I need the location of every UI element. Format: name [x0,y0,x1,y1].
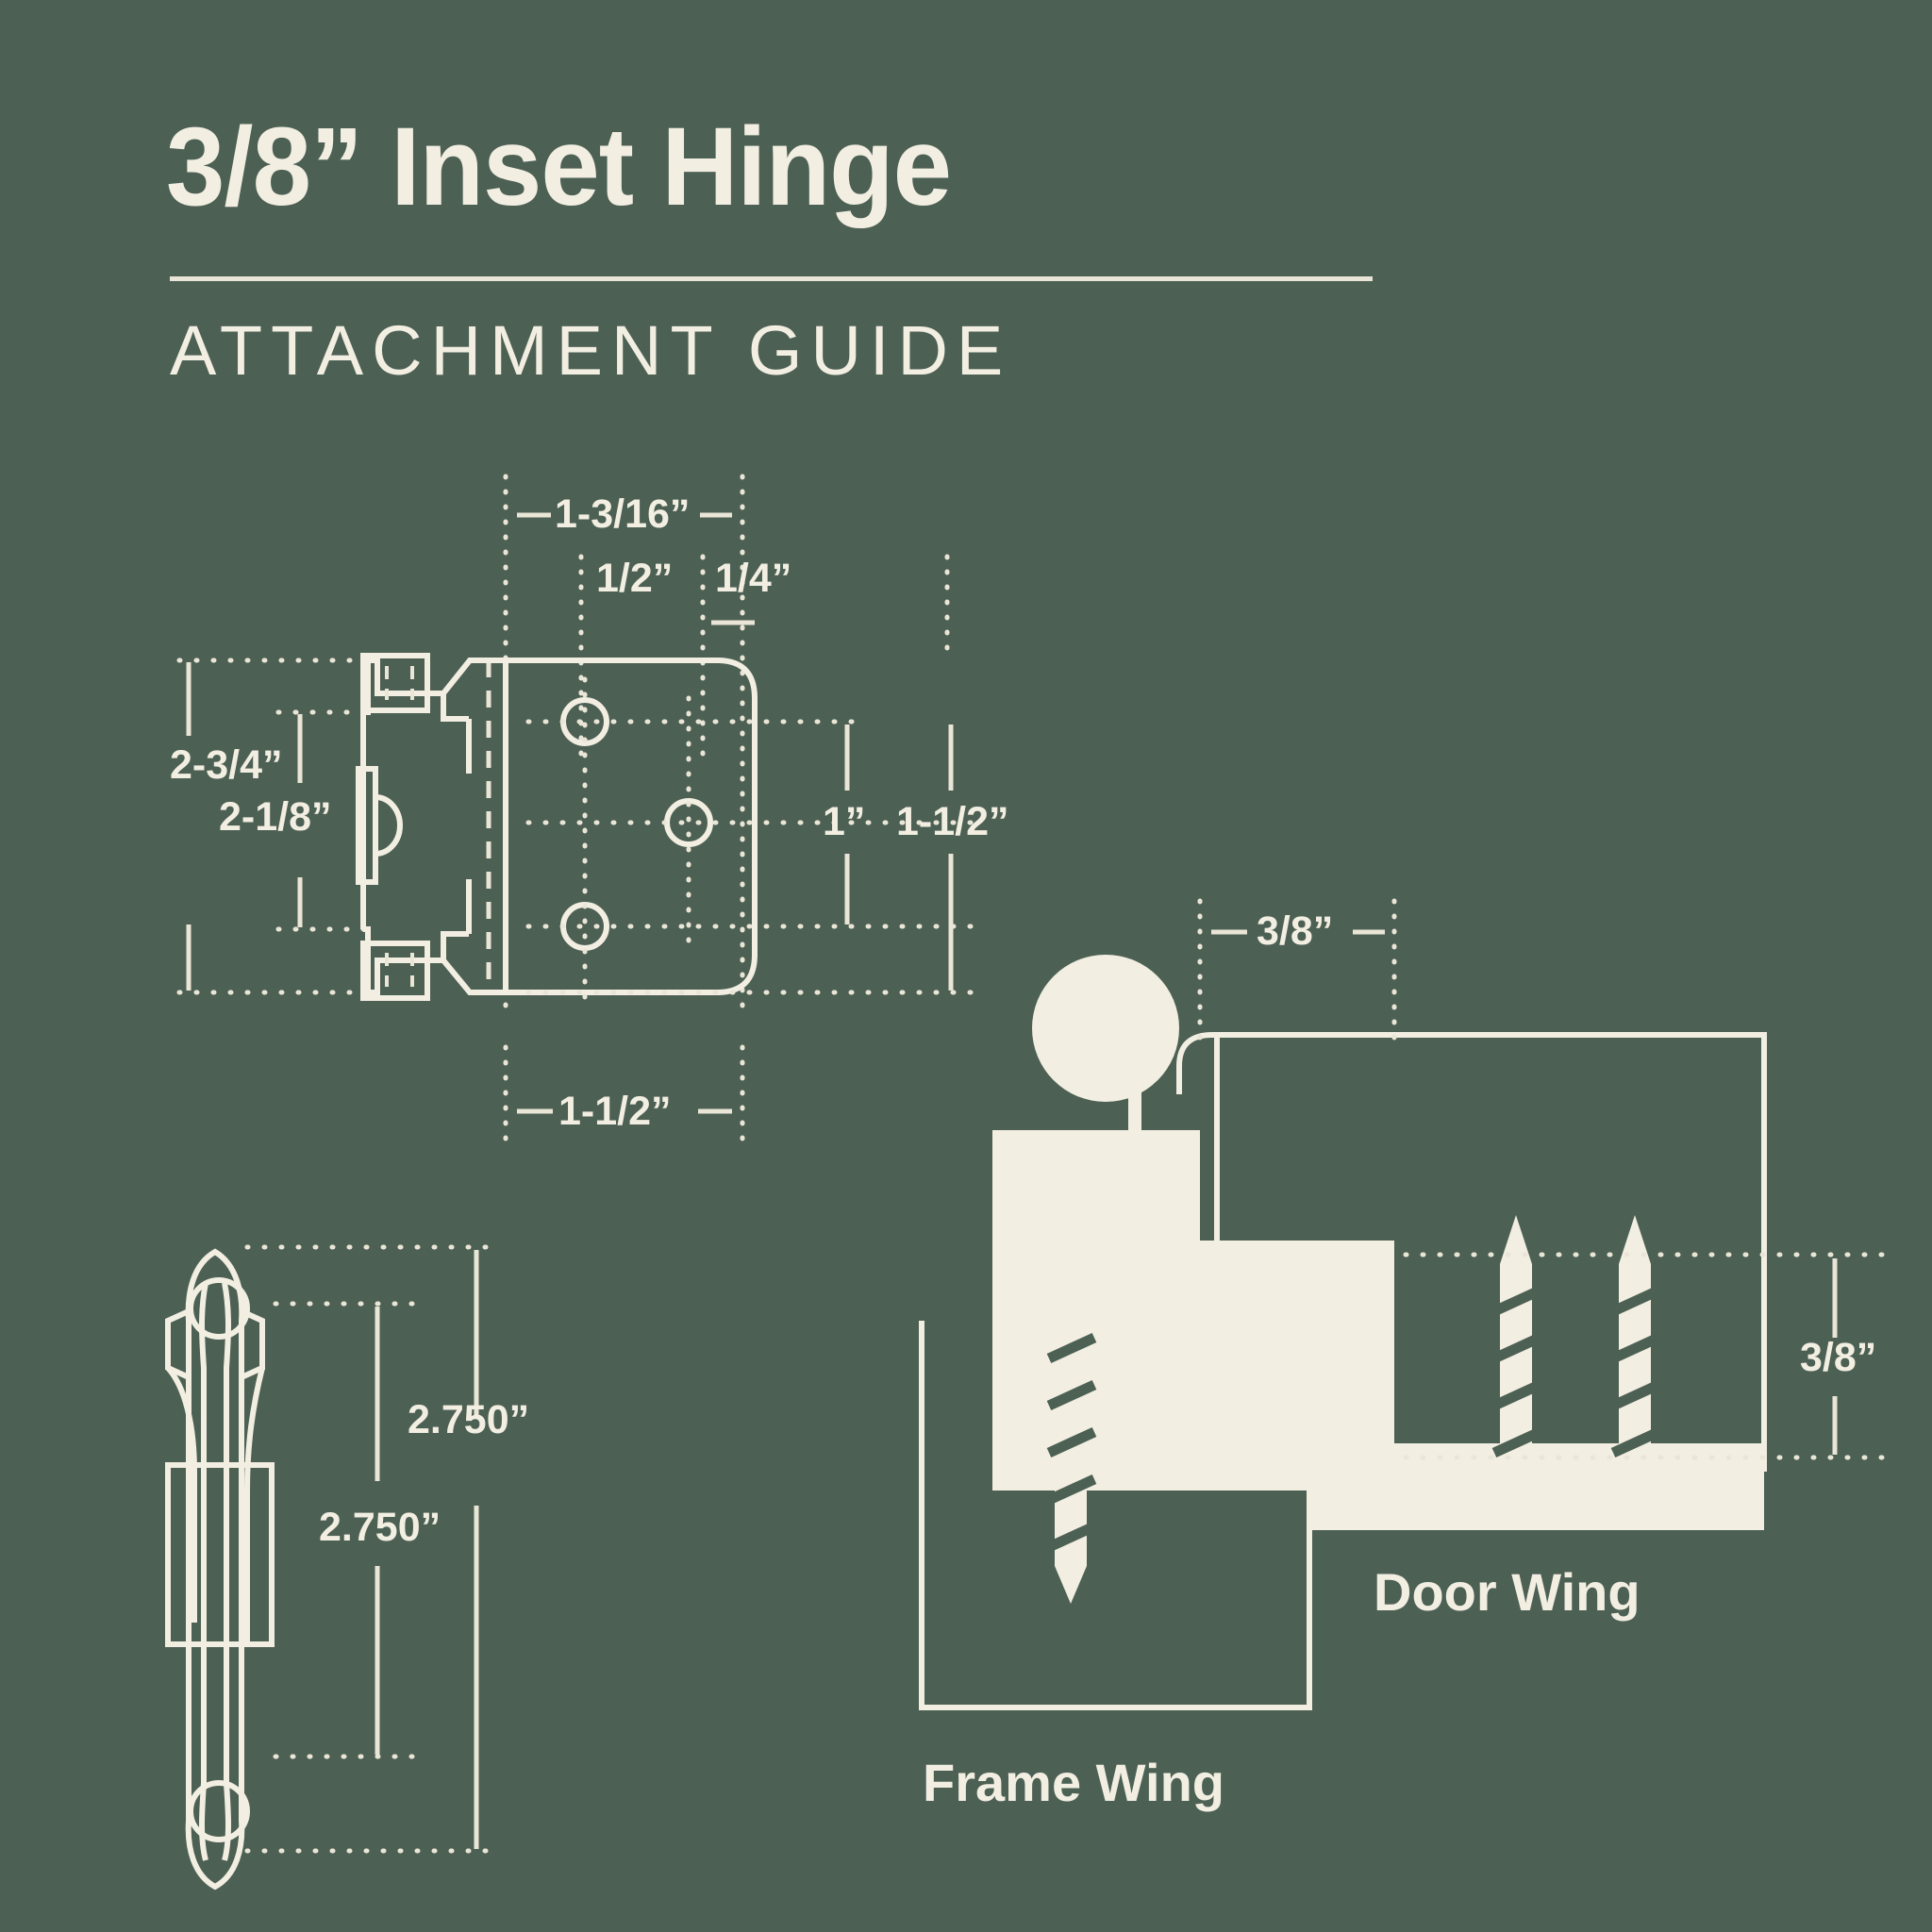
title-divider [170,276,1373,281]
dim-inner-height: 2-1/8” [219,794,332,840]
dim-hole-span: 1-1/2” [896,799,1009,844]
dim-hole-center-length: 2.750” [319,1505,441,1550]
label-door-wing: Door Wing [1374,1562,1641,1622]
dim-overall-width: 1-3/16” [555,491,691,537]
dim-offset-b: 1/4” [715,556,792,601]
dim-hole-spacing: 1” [823,799,866,844]
page-subtitle: ATTACHMENT GUIDE [170,311,1012,390]
page-title: 3/8” Inset Hinge [166,105,952,229]
dim-side-inset: 3/8” [1800,1335,1877,1380]
dim-offset-a: 1/2” [596,556,674,601]
dim-top-inset: 3/8” [1257,908,1334,954]
dim-outer-length: 2.750” [408,1397,530,1442]
label-frame-wing: Frame Wing [923,1753,1224,1812]
dim-overall-height: 2-3/4” [170,742,283,788]
dim-plate-width: 1-1/2” [558,1089,672,1134]
